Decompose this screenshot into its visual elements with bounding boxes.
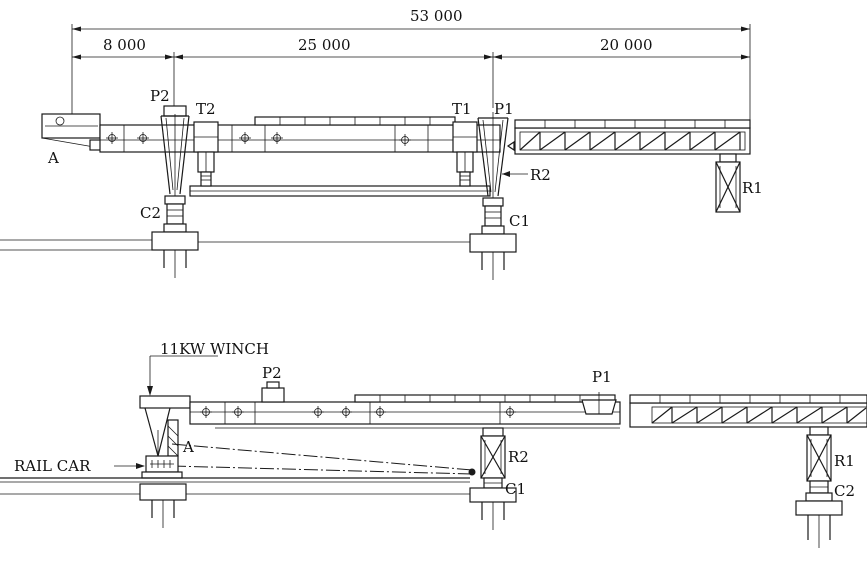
- bottom-rail-car: [141, 455, 183, 479]
- top-t1-label: T1: [452, 100, 472, 118]
- bottom-rails: [0, 477, 470, 495]
- top-elevation: P2 T2 T1 P1 A R2 R1 C2 C1: [0, 87, 763, 280]
- bottom-p1-trolley: [581, 392, 617, 415]
- bottom-truss-section: [629, 394, 867, 428]
- bottom-r2-support: [480, 427, 506, 479]
- top-t2-label: T2: [196, 100, 216, 118]
- top-p2-label: P2: [150, 87, 170, 105]
- top-p2-frame: [160, 105, 190, 196]
- bottom-winch-label: 11KW WINCH: [160, 340, 269, 358]
- top-c1-pier: [198, 197, 517, 280]
- bottom-p1-label: P1: [592, 368, 612, 386]
- dim-seg1-label: 8 000: [103, 36, 146, 54]
- top-a-label: A: [47, 149, 59, 167]
- top-r1-support: [715, 153, 741, 213]
- top-r1-label: R1: [742, 179, 763, 197]
- dim-seg3-label: 20 000: [600, 36, 653, 54]
- top-bolt-marks: [106, 132, 411, 146]
- dimension-lines: 53 000 8 000 25 000 20 000: [71, 7, 751, 122]
- top-r2-pointer: [502, 171, 528, 177]
- top-r2-label: R2: [530, 166, 551, 184]
- bottom-cable: [171, 443, 476, 476]
- bottom-c2-pier: [795, 480, 843, 548]
- dim-seg2-label: 25 000: [298, 36, 351, 54]
- bottom-r1-support: [806, 426, 832, 482]
- top-c1-label: C1: [509, 212, 530, 230]
- bottom-p2-label: P2: [262, 364, 282, 382]
- bottom-a-label: A: [182, 438, 194, 456]
- top-t2-trolley: [193, 121, 219, 187]
- bottom-r1-label: R1: [834, 452, 855, 470]
- dim-total-label: 53 000: [410, 7, 463, 25]
- bottom-left-pier: [139, 483, 187, 528]
- bottom-main-girder: [139, 394, 621, 429]
- bottom-bolt-marks: [200, 406, 516, 418]
- bottom-winch-arrow: [147, 355, 218, 396]
- bottom-p2-trolley: [261, 381, 285, 403]
- bottom-r2-label: R2: [508, 448, 529, 466]
- bottom-c2-label: C2: [834, 482, 855, 500]
- bottom-c1-pier: [469, 477, 517, 530]
- top-p1-frame: [477, 112, 515, 198]
- bottom-c1-label: C1: [505, 480, 526, 498]
- bottom-rail-car-label: RAIL CAR: [14, 457, 91, 475]
- top-truss-section: [514, 119, 751, 155]
- bottom-elevation: 11KW WINCH: [0, 340, 867, 548]
- top-t1-trolley: [452, 121, 478, 187]
- top-launching-nose: [41, 113, 103, 151]
- top-c2-pier: [0, 195, 199, 278]
- bottom-rail-car-arrow: [114, 463, 145, 469]
- top-p1-label: P1: [494, 100, 514, 118]
- top-main-girder: [99, 116, 501, 197]
- top-c2-label: C2: [140, 204, 161, 222]
